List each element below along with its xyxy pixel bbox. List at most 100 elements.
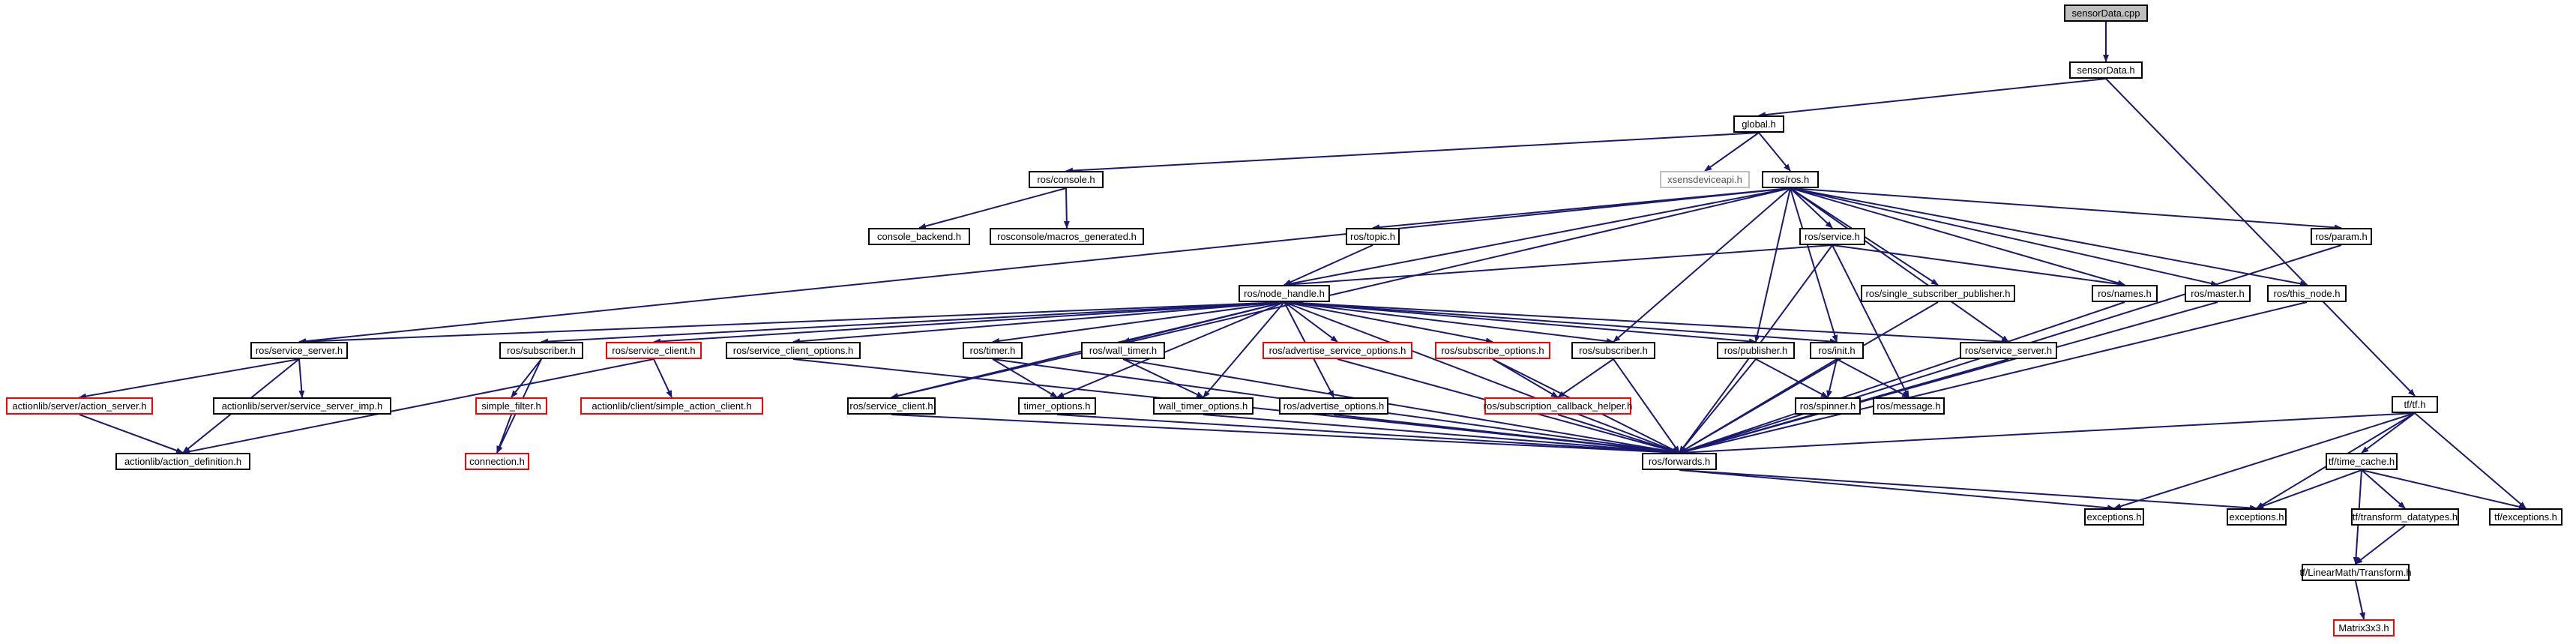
node-ros-names-h[interactable]: ros/names.h <box>2092 285 2158 302</box>
node-simple-filter-h[interactable]: simple_filter.h <box>475 397 547 415</box>
node-ros-topic-h[interactable]: ros/topic.h <box>1346 228 1400 245</box>
edge-n13-n29 <box>1284 301 2009 345</box>
node-actionlib-service-server-imp-h[interactable]: actionlib/server/service_server_imp.h <box>213 397 391 415</box>
edge-n13-n19 <box>541 301 1285 345</box>
edge-n27-n41 <box>1755 358 1829 398</box>
edge-n7-n18 <box>298 187 1791 345</box>
edge-n13-n21 <box>792 301 1285 345</box>
node-tf-time-cache-h[interactable]: tf/time_cache.h <box>2326 453 2398 470</box>
node-xsensdeviceapi-h[interactable]: xsensdeviceapi.h <box>1660 171 1750 188</box>
edge-n5-n8 <box>918 187 1067 229</box>
node-ros-publisher-h[interactable]: ros/publisher.h <box>1717 342 1795 359</box>
edge-n11-n15 <box>1832 244 2125 287</box>
node-ros-advertise-options-h[interactable]: ros/advertise_options.h <box>1279 397 1388 415</box>
edge-n23-n38 <box>1122 358 1204 398</box>
node-ros-service-server-h[interactable]: ros/service_server.h <box>250 342 348 359</box>
edge-n39-n43 <box>1333 414 1680 455</box>
node-ros-service-server-h-2[interactable]: ros/service_server.h <box>1960 342 2057 359</box>
edge-n37-n43 <box>1056 414 1680 456</box>
edge-n13-n38 <box>1203 301 1285 398</box>
node-ros-subscription-callback-helper-h[interactable]: ros/subscription_callback_helper.h <box>1484 397 1632 415</box>
edge-n13-n28 <box>1284 301 1838 345</box>
edge-n7-n17 <box>1790 187 2308 287</box>
node-matrix3x3-h[interactable]: Matrix3x3.h <box>2333 619 2395 637</box>
node-ros-console-h[interactable]: ros/console.h <box>1029 171 1104 188</box>
node-ros-advertise-service-options-h[interactable]: ros/advertise_service_options.h <box>1263 342 1412 359</box>
edge-n36-n43 <box>891 414 1680 456</box>
node-ros-single-subscriber-publisher-h[interactable]: ros/single_subscriber_publisher.h <box>1861 285 2015 302</box>
edge-n11-n13 <box>1284 244 1833 288</box>
edge-n44-n48 <box>2361 469 2527 510</box>
edge-n13-n25 <box>1284 301 1493 344</box>
node-ros-subscriber-h-2[interactable]: ros/subscriber.h <box>1571 342 1655 359</box>
node-wall-timer-options-h[interactable]: wall_timer_options.h <box>1153 397 1254 415</box>
node-ros-service-client-options-h[interactable]: ros/service_client_options.h <box>726 342 861 359</box>
edge-n13-n43 <box>1284 301 1680 454</box>
node-timer-options-h[interactable]: timer_options.h <box>1018 397 1096 415</box>
edge-n10-n13 <box>1284 244 1373 286</box>
node-sensordata-cpp[interactable]: sensorData.cpp <box>2064 4 2148 22</box>
node-exceptions-h-2[interactable]: exceptions.h <box>2227 508 2287 526</box>
edge-n4-n48 <box>2414 412 2527 509</box>
edge-n13-n18 <box>298 301 1285 345</box>
node-ros-node-handle-h[interactable]: ros/node_handle.h <box>1239 285 1330 302</box>
edge-n7-n12 <box>1790 187 2342 231</box>
node-ros-message-h[interactable]: ros/message.h <box>1873 397 1945 415</box>
node-ros-service-client-h-2[interactable]: ros/service_client.h <box>847 397 936 415</box>
edge-n43-n45 <box>1679 469 2115 511</box>
edge-n38-n43 <box>1203 414 1680 456</box>
node-global-h[interactable]: global.h <box>1733 115 1784 133</box>
node-ros-ros-h[interactable]: ros/ros.h <box>1762 171 1819 188</box>
edge-n28-n43 <box>1679 358 1838 454</box>
edge-n26-n43 <box>1613 358 1680 454</box>
edge-n40-n43 <box>1557 414 1680 454</box>
edge-n18-n31 <box>298 358 305 398</box>
node-ros-subscriber-h[interactable]: ros/subscriber.h <box>499 342 583 359</box>
edge-n3-n7 <box>1758 132 1791 172</box>
node-tf-transform-datatypes-h[interactable]: tf/transform_datatypes.h <box>2351 508 2459 526</box>
edge-n22-n37 <box>992 358 1058 398</box>
edge-n28-n41 <box>1826 358 1838 398</box>
edge-n11-n42 <box>1832 244 1910 398</box>
node-tf-linearmath-transform-h[interactable]: tf/LinearMath/Transform.h <box>2299 564 2412 581</box>
node-exceptions-h[interactable]: exceptions.h <box>2084 508 2144 526</box>
node-ros-service-h[interactable]: ros/service.h <box>1799 228 1865 245</box>
edge-n7-n16 <box>1790 187 2218 286</box>
edge-n2-n4 <box>2105 78 2416 397</box>
node-ros-forwards-h[interactable]: ros/forwards.h <box>1642 453 1717 470</box>
node-console-backend-h[interactable]: console_backend.h <box>868 228 970 245</box>
node-tf-exceptions-h[interactable]: tf/exceptions.h <box>2489 508 2563 526</box>
edge-n44-n47 <box>2361 469 2406 509</box>
node-actionlib-action-server-h[interactable]: actionlib/server/action_server.h <box>6 397 153 415</box>
node-ros-spinner-h[interactable]: ros/spinner.h <box>1795 397 1861 415</box>
edge-n7-n15 <box>1790 187 2125 286</box>
node-rosconsole-macros-generated-h[interactable]: rosconsole/macros_generated.h <box>990 228 1144 245</box>
edge-n19-n32 <box>511 358 542 398</box>
edge-n7-n26 <box>1613 187 1791 343</box>
edge-n4-n45 <box>2113 412 2416 510</box>
edge-n13-n37 <box>1056 301 1285 398</box>
node-tf-tf-h[interactable]: tf/tf.h <box>2392 396 2438 413</box>
edge-n13-n22 <box>992 301 1285 344</box>
node-ros-service-client-h[interactable]: ros/service_client.h <box>606 342 702 359</box>
node-ros-param-h[interactable]: ros/param.h <box>2311 228 2372 245</box>
node-ros-master-h[interactable]: ros/master.h <box>2185 285 2251 302</box>
edge-n18-n30 <box>79 358 300 400</box>
edge-n4-n43 <box>1679 412 2416 456</box>
node-ros-wall-timer-h[interactable]: ros/wall_timer.h <box>1081 342 1165 359</box>
edge-n2-n3 <box>1758 78 2107 118</box>
node-ros-timer-h[interactable]: ros/timer.h <box>963 342 1023 359</box>
edge-n13-n20 <box>653 301 1285 345</box>
node-ros-subscribe-options-h[interactable]: ros/subscribe_options.h <box>1435 342 1550 359</box>
node-sensordata-h[interactable]: sensorData.h <box>2069 61 2143 79</box>
node-connection-h[interactable]: connection.h <box>465 453 529 470</box>
node-ros-init-h[interactable]: ros/init.h <box>1810 342 1864 359</box>
node-ros-this-node-h[interactable]: ros/this_node.h <box>2267 285 2347 302</box>
edge-n20-n34 <box>182 358 654 455</box>
edge-n13-n24 <box>1284 301 1338 343</box>
edge-n15-n43 <box>1679 301 2125 454</box>
node-actionlib-action-definition-h[interactable]: actionlib/action_definition.h <box>115 453 250 470</box>
node-actionlib-simple-action-client-h[interactable]: actionlib/client/simple_action_client.h <box>580 397 763 415</box>
edge-n7-n28 <box>1790 187 1838 343</box>
edge-n32-n35 <box>496 414 512 454</box>
